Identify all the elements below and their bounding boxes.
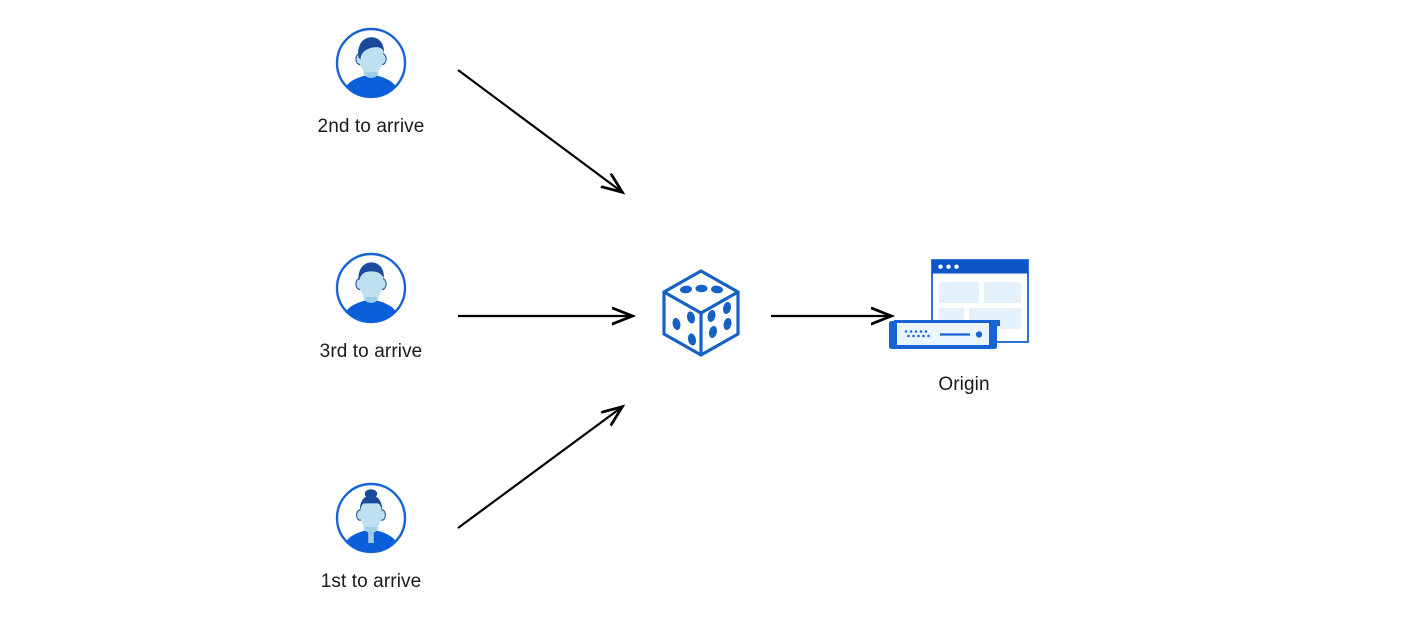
arrow-1st-to-dice bbox=[457, 407, 622, 529]
origin-server-icon bbox=[884, 256, 1044, 360]
node-label-client-3rd: 3rd to arrive bbox=[319, 341, 423, 362]
node-label-client-1st: 1st to arrive bbox=[320, 571, 422, 592]
node-label-client-2nd: 2nd to arrive bbox=[317, 116, 425, 137]
server-device-shape bbox=[889, 320, 1000, 349]
node-load-balancer bbox=[656, 267, 746, 359]
node-label-origin: Origin bbox=[938, 374, 990, 395]
node-origin: Origin bbox=[884, 256, 1044, 397]
dice-icon bbox=[656, 267, 746, 359]
arrow-2nd-to-dice bbox=[457, 69, 622, 192]
node-client-3rd: 3rd to arrive bbox=[296, 251, 446, 364]
node-client-2nd: 2nd to arrive bbox=[296, 26, 446, 139]
user-avatar-female-icon bbox=[334, 481, 408, 555]
node-client-1st: 1st to arrive bbox=[296, 481, 446, 594]
user-avatar-icon bbox=[334, 26, 408, 100]
user-avatar-icon bbox=[334, 251, 408, 325]
